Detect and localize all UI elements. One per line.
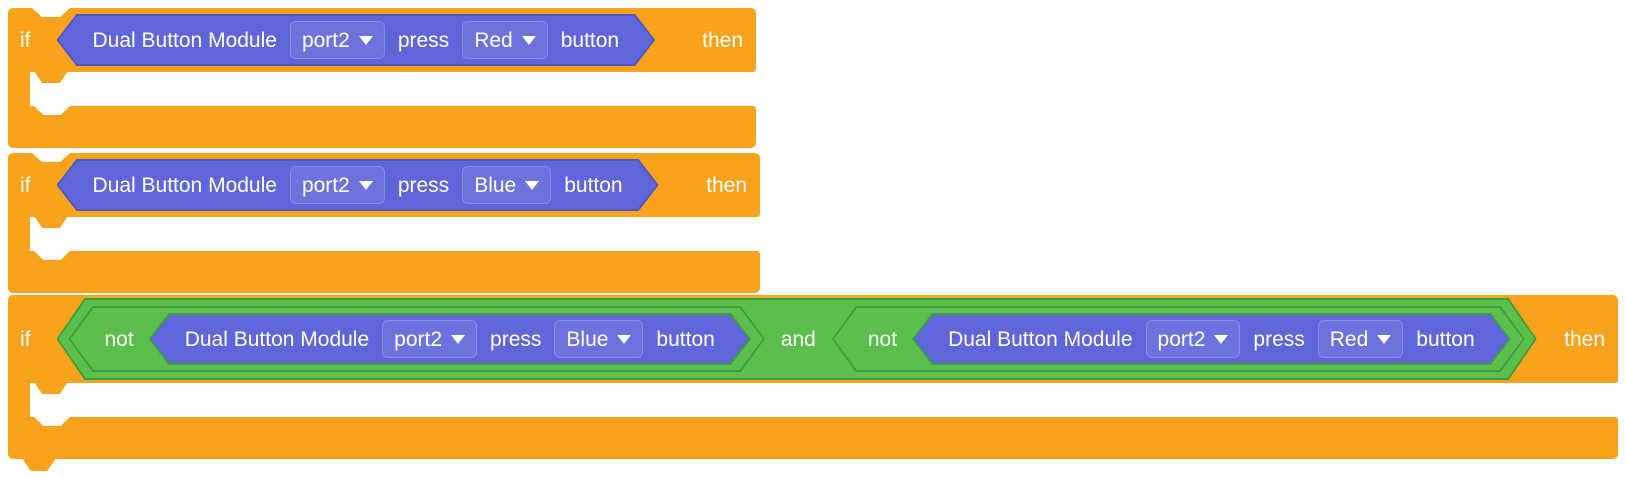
- puzzle-nub: [34, 382, 68, 394]
- dropdown-arrow-icon: [1214, 334, 1229, 344]
- port-dropdown-value: port2: [1157, 327, 1206, 351]
- if-block-red[interactable]: if Dual Button Module port2 press Red bu…: [8, 8, 756, 148]
- then-label: then: [702, 28, 743, 52]
- dual-button-boolean-block[interactable]: Dual Button Module port2 press Blue: [149, 313, 751, 365]
- color-dropdown-value: Blue: [566, 327, 609, 351]
- button-label: button: [1416, 327, 1475, 351]
- button-label: button: [564, 173, 623, 197]
- color-dropdown-value: Blue: [474, 173, 517, 197]
- if-block-and-not[interactable]: if not Dual Button Module: [8, 295, 1618, 471]
- press-label: press: [490, 327, 542, 351]
- port-dropdown[interactable]: port2: [289, 166, 385, 204]
- and-operator-block[interactable]: not Dual Button Module port2 press: [57, 298, 1537, 380]
- port-dropdown-value: port2: [301, 173, 350, 197]
- puzzle-nub: [22, 458, 56, 471]
- not-label: not: [867, 327, 898, 351]
- port-dropdown[interactable]: port2: [382, 320, 478, 358]
- color-dropdown-value: Red: [474, 28, 513, 52]
- c-block-arm: [8, 216, 30, 252]
- puzzle-notch: [32, 8, 70, 17]
- module-label: Dual Button Module: [948, 327, 1133, 351]
- color-dropdown[interactable]: Blue: [554, 320, 644, 358]
- color-dropdown-value: Red: [1329, 327, 1369, 351]
- color-dropdown[interactable]: Red: [462, 21, 548, 59]
- press-label: press: [1253, 327, 1305, 351]
- puzzle-notch: [34, 251, 70, 260]
- dual-button-boolean-block[interactable]: Dual Button Module port2 press Red: [912, 313, 1511, 365]
- if-body-slot[interactable]: [8, 71, 756, 107]
- module-label: Dual Button Module: [92, 173, 277, 197]
- then-label: then: [1564, 327, 1605, 351]
- dropdown-arrow-icon: [1377, 334, 1392, 344]
- not-operator-block[interactable]: not Dual Button Module port2 press: [832, 306, 1525, 372]
- color-dropdown[interactable]: Blue: [462, 166, 552, 204]
- if-label: if: [20, 173, 31, 197]
- dropdown-arrow-icon: [521, 35, 536, 45]
- if-label: if: [20, 28, 31, 52]
- puzzle-notch: [34, 417, 70, 426]
- if-block-header[interactable]: if not Dual Button Module: [8, 295, 1618, 383]
- c-block-arm: [8, 382, 30, 418]
- c-block-arm: [8, 71, 30, 107]
- not-operator-block[interactable]: not Dual Button Module port2 press: [69, 306, 765, 372]
- color-dropdown[interactable]: Red: [1317, 320, 1404, 358]
- button-label: button: [560, 28, 620, 52]
- if-block-blue[interactable]: if Dual Button Module port2 press Blue b…: [8, 153, 760, 293]
- if-label: if: [20, 327, 31, 351]
- and-label: and: [780, 327, 816, 351]
- dropdown-arrow-icon: [525, 180, 540, 190]
- dropdown-arrow-icon: [358, 180, 373, 190]
- if-block-header[interactable]: if Dual Button Module port2 press Red bu…: [8, 8, 756, 72]
- if-block-footer[interactable]: [8, 251, 760, 293]
- puzzle-notch: [32, 153, 70, 162]
- module-label: Dual Button Module: [184, 327, 370, 351]
- puzzle-nub: [34, 216, 68, 228]
- if-body-slot[interactable]: [8, 216, 760, 252]
- press-label: press: [397, 173, 450, 197]
- port-dropdown[interactable]: port2: [1145, 320, 1241, 358]
- dropdown-arrow-icon: [358, 35, 373, 45]
- port-dropdown[interactable]: port2: [289, 21, 385, 59]
- button-label: button: [656, 327, 715, 351]
- if-body-slot[interactable]: [8, 382, 1618, 418]
- if-block-footer[interactable]: [8, 417, 1618, 471]
- if-block-header[interactable]: if Dual Button Module port2 press Blue b…: [8, 153, 760, 217]
- dropdown-arrow-icon: [617, 334, 632, 344]
- then-label: then: [706, 173, 747, 197]
- dual-button-boolean-block[interactable]: Dual Button Module port2 press Red butto…: [57, 14, 656, 66]
- port-dropdown-value: port2: [394, 327, 443, 351]
- puzzle-nub: [34, 71, 68, 83]
- if-block-footer[interactable]: [8, 106, 756, 148]
- dual-button-boolean-block[interactable]: Dual Button Module port2 press Blue butt…: [57, 159, 659, 211]
- not-label: not: [104, 327, 134, 351]
- press-label: press: [397, 28, 450, 52]
- module-label: Dual Button Module: [92, 28, 277, 52]
- dropdown-arrow-icon: [451, 334, 466, 344]
- port-dropdown-value: port2: [301, 28, 350, 52]
- puzzle-notch: [34, 106, 70, 115]
